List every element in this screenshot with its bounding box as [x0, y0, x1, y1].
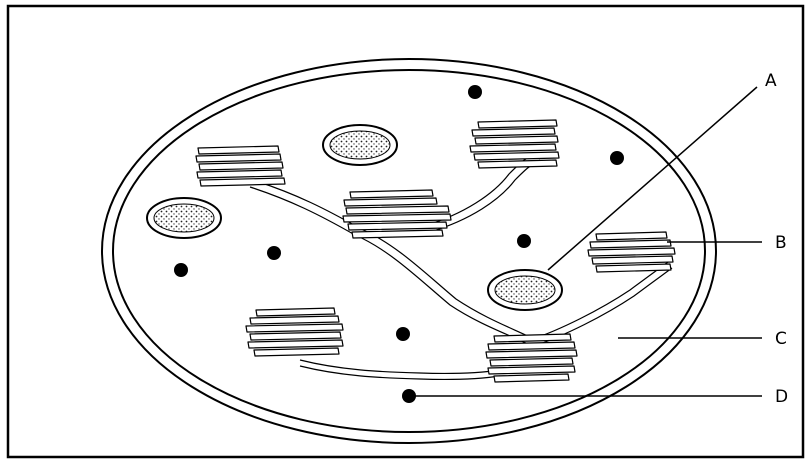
granum-center	[343, 190, 451, 238]
label-d: D	[775, 387, 788, 407]
label-c: C	[775, 329, 787, 349]
leader-lines	[409, 87, 762, 396]
granum-upper-right	[470, 120, 559, 168]
label-a: A	[765, 71, 777, 91]
starch-grain-top	[323, 125, 397, 165]
granum-right	[588, 232, 675, 272]
starch-grain-left	[147, 198, 221, 238]
granum-lower-right	[486, 334, 577, 382]
granum-upper-left	[196, 146, 285, 186]
starch-grain-center	[488, 270, 562, 310]
label-b: B	[775, 233, 787, 253]
granum-lower-left	[246, 308, 343, 356]
